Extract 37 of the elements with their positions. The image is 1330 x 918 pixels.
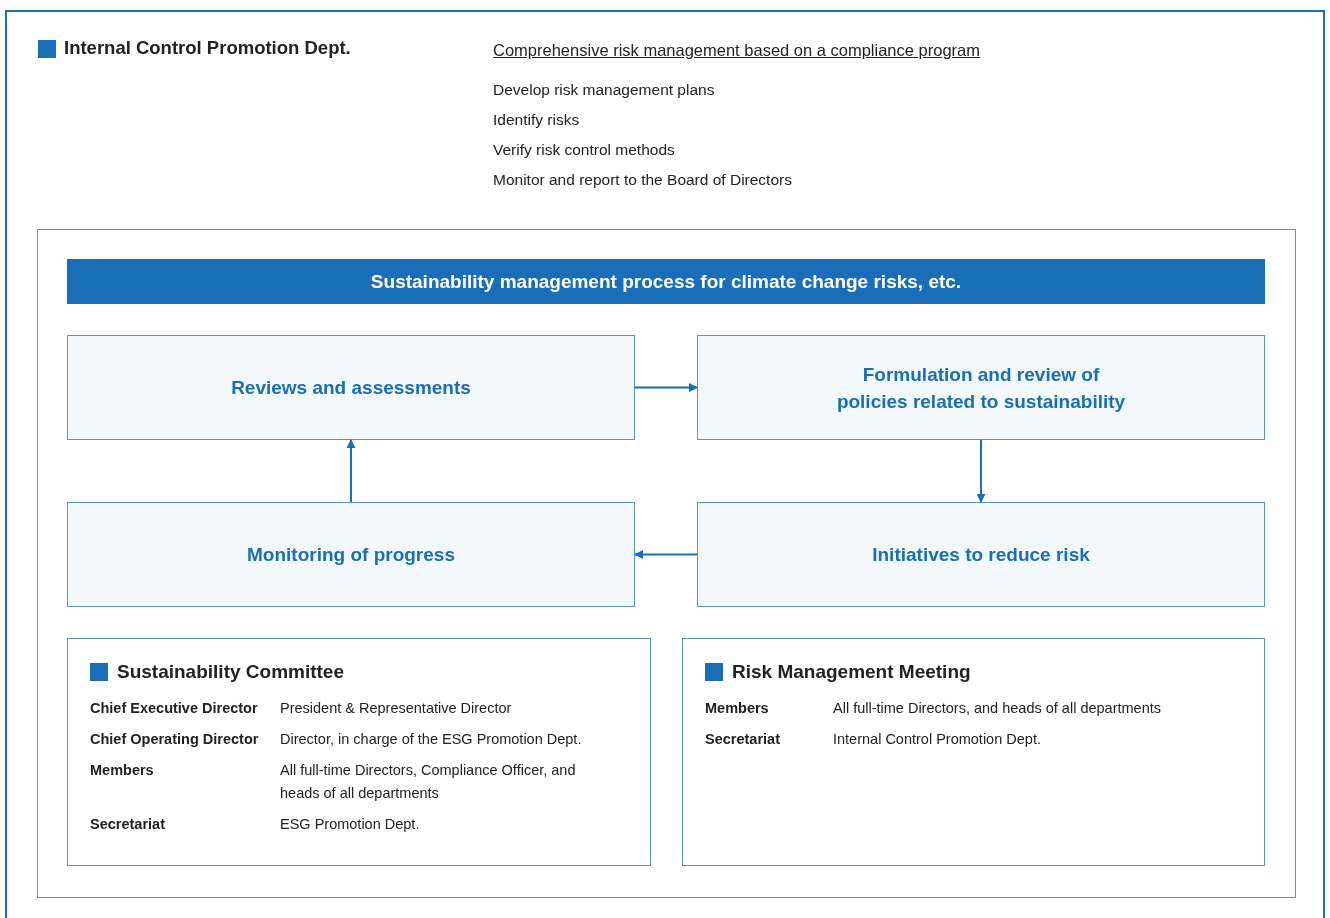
role-label: Members	[90, 761, 155, 780]
process-box	[697, 502, 1265, 607]
process-box	[67, 335, 635, 440]
process-label: Formulation and review of policies related to sustainability	[836, 362, 1126, 414]
role-label: Chief Executive Director	[90, 699, 259, 718]
list-item: Monitor and report to the Board of Directors	[493, 170, 792, 190]
role-label: Secretariat	[90, 815, 166, 834]
list-item: Verify risk control methods	[493, 140, 675, 160]
info-card	[67, 638, 651, 866]
role-value: Director, in charge of the ESG Promotion Dept.	[280, 730, 583, 749]
card-heading: Risk Management Meeting	[732, 661, 971, 683]
banner-title: Sustainability management process for climate change risks, etc.	[370, 270, 962, 293]
section-subheading: Comprehensive risk management based on a compliance program	[493, 40, 980, 60]
list-item: Identify risks	[493, 110, 580, 130]
card-heading: Sustainability Committee	[117, 661, 344, 683]
role-value: President & Representative Director	[280, 699, 513, 718]
list-item: Develop risk management plans	[493, 80, 715, 100]
info-card	[682, 638, 1265, 866]
title-banner	[67, 259, 1265, 304]
role-label: Members	[705, 699, 770, 718]
process-label: Reviews and assessments	[231, 376, 471, 400]
role-value: ESG Promotion Dept.	[280, 815, 421, 834]
arrow	[634, 383, 698, 392]
process-label: Initiatives to reduce risk	[872, 543, 1090, 567]
panel-frame	[37, 229, 1296, 898]
arrow	[634, 550, 698, 559]
process-label: Monitoring of progress	[247, 543, 455, 567]
role-value: Internal Control Promotion Dept.	[833, 730, 1042, 749]
role-value: All full-time Directors, Compliance Officer, and heads of all departments	[280, 761, 577, 803]
process-box	[67, 502, 635, 607]
role-value: All full-time Directors, and heads of all departments	[833, 699, 1162, 718]
arrow	[976, 439, 986, 503]
arrow	[346, 439, 356, 503]
section-heading: Internal Control Promotion Dept.	[64, 37, 351, 59]
role-label: Secretariat	[705, 730, 781, 749]
process-box	[697, 335, 1265, 440]
role-label: Chief Operating Director	[90, 730, 260, 749]
